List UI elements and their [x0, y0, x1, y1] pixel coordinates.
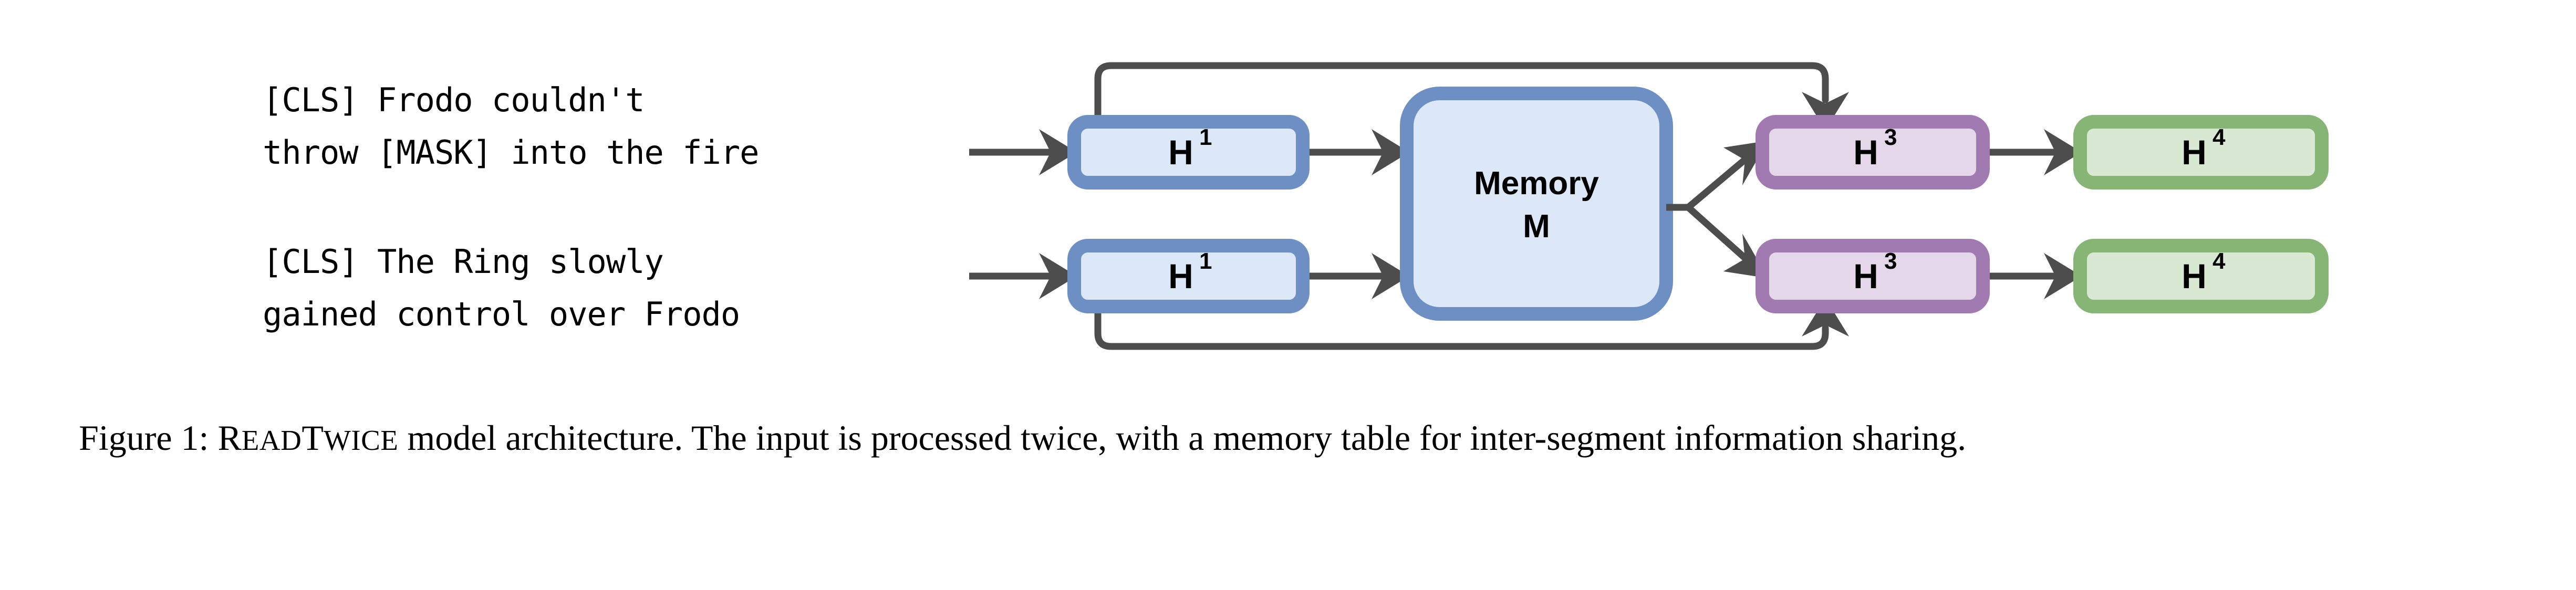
- skip-connection-top: [1094, 62, 1849, 130]
- segment-2-text: [CLS] The Ring slowly gained control ove…: [263, 243, 740, 333]
- block-h4-bottom[interactable]: H 4: [2073, 239, 2329, 313]
- block-h4-bottom-label: H: [2182, 257, 2207, 296]
- block-memory[interactable]: Memory M: [1400, 87, 1673, 321]
- caption-model-name-ead: EAD: [241, 424, 302, 456]
- segment-1-line-1: [CLS] Frodo couldn't: [263, 81, 645, 119]
- block-memory-rect[interactable]: [1400, 87, 1673, 321]
- arrow-h3top-to-h4top: [1990, 129, 2082, 175]
- skip-top-arrowhead: [1802, 92, 1849, 130]
- caption-label: Figure 1:: [79, 418, 209, 458]
- block-h4-top[interactable]: H 4: [2073, 115, 2329, 189]
- skip-connection-bottom: [1094, 298, 1849, 350]
- arrow-input1-to-h1top: [969, 129, 1077, 175]
- block-h1-top-rect[interactable]: [1067, 115, 1310, 189]
- block-h4-top-rect[interactable]: [2073, 115, 2329, 189]
- block-h3-bottom-rect[interactable]: [1756, 239, 1990, 313]
- caption-model-name-wice: WICE: [323, 424, 399, 456]
- arrow-h1bottom-to-memory: [1310, 253, 1409, 299]
- block-h3-top[interactable]: H 3: [1756, 115, 1990, 189]
- block-h3-top-rect[interactable]: [1756, 115, 1990, 189]
- block-memory-label-line2: M: [1523, 208, 1550, 245]
- block-h3-bottom-label: H: [1853, 257, 1878, 296]
- readtwice-architecture-diagram: [CLS] Frodo couldn't throw [MASK] into t…: [263, 62, 2329, 350]
- segment-2-line-1: [CLS] The Ring slowly: [263, 243, 663, 281]
- arrow-h3bottom-to-h4bottom: [1990, 253, 2082, 299]
- caption-model-name-r: R: [217, 418, 242, 458]
- block-h4-top-superscript: 4: [2213, 124, 2226, 150]
- block-memory-label-line1: Memory: [1474, 165, 1599, 202]
- segment-1-text: [CLS] Frodo couldn't throw [MASK] into t…: [263, 81, 760, 172]
- figure-caption: Figure 1: READTWICE model architecture. …: [79, 415, 2516, 461]
- block-h1-bottom-label: H: [1168, 257, 1193, 296]
- block-h1-bottom-superscript: 1: [1199, 248, 1212, 274]
- block-h3-bottom[interactable]: H 3: [1756, 239, 1990, 313]
- block-h1-bottom-rect[interactable]: [1067, 239, 1310, 313]
- block-h1-top-superscript: 1: [1199, 124, 1212, 150]
- block-h4-bottom-superscript: 4: [2213, 248, 2226, 274]
- caption-model-name: READTWICE: [217, 418, 398, 458]
- memory-fanout: [1666, 141, 1768, 278]
- block-h3-bottom-superscript: 3: [1884, 248, 1897, 274]
- block-h1-bottom[interactable]: H 1: [1067, 239, 1310, 313]
- segment-2-line-2: gained control over Frodo: [263, 295, 740, 333]
- block-h1-top[interactable]: H 1: [1067, 115, 1310, 189]
- skip-bottom-arrowhead: [1802, 298, 1849, 336]
- block-h4-bottom-rect[interactable]: [2073, 239, 2329, 313]
- arrow-h1top-to-memory: [1310, 129, 1409, 175]
- block-h3-top-label: H: [1853, 133, 1878, 172]
- arrow-input2-to-h1bottom: [969, 253, 1077, 299]
- block-h1-top-label: H: [1168, 133, 1193, 172]
- caption-model-name-t: T: [302, 418, 324, 458]
- block-h4-top-label: H: [2182, 133, 2207, 172]
- caption-body: model architecture. The input is process…: [398, 418, 1967, 458]
- segment-1-line-2: throw [MASK] into the fire: [263, 133, 759, 172]
- block-h3-top-superscript: 3: [1884, 124, 1897, 150]
